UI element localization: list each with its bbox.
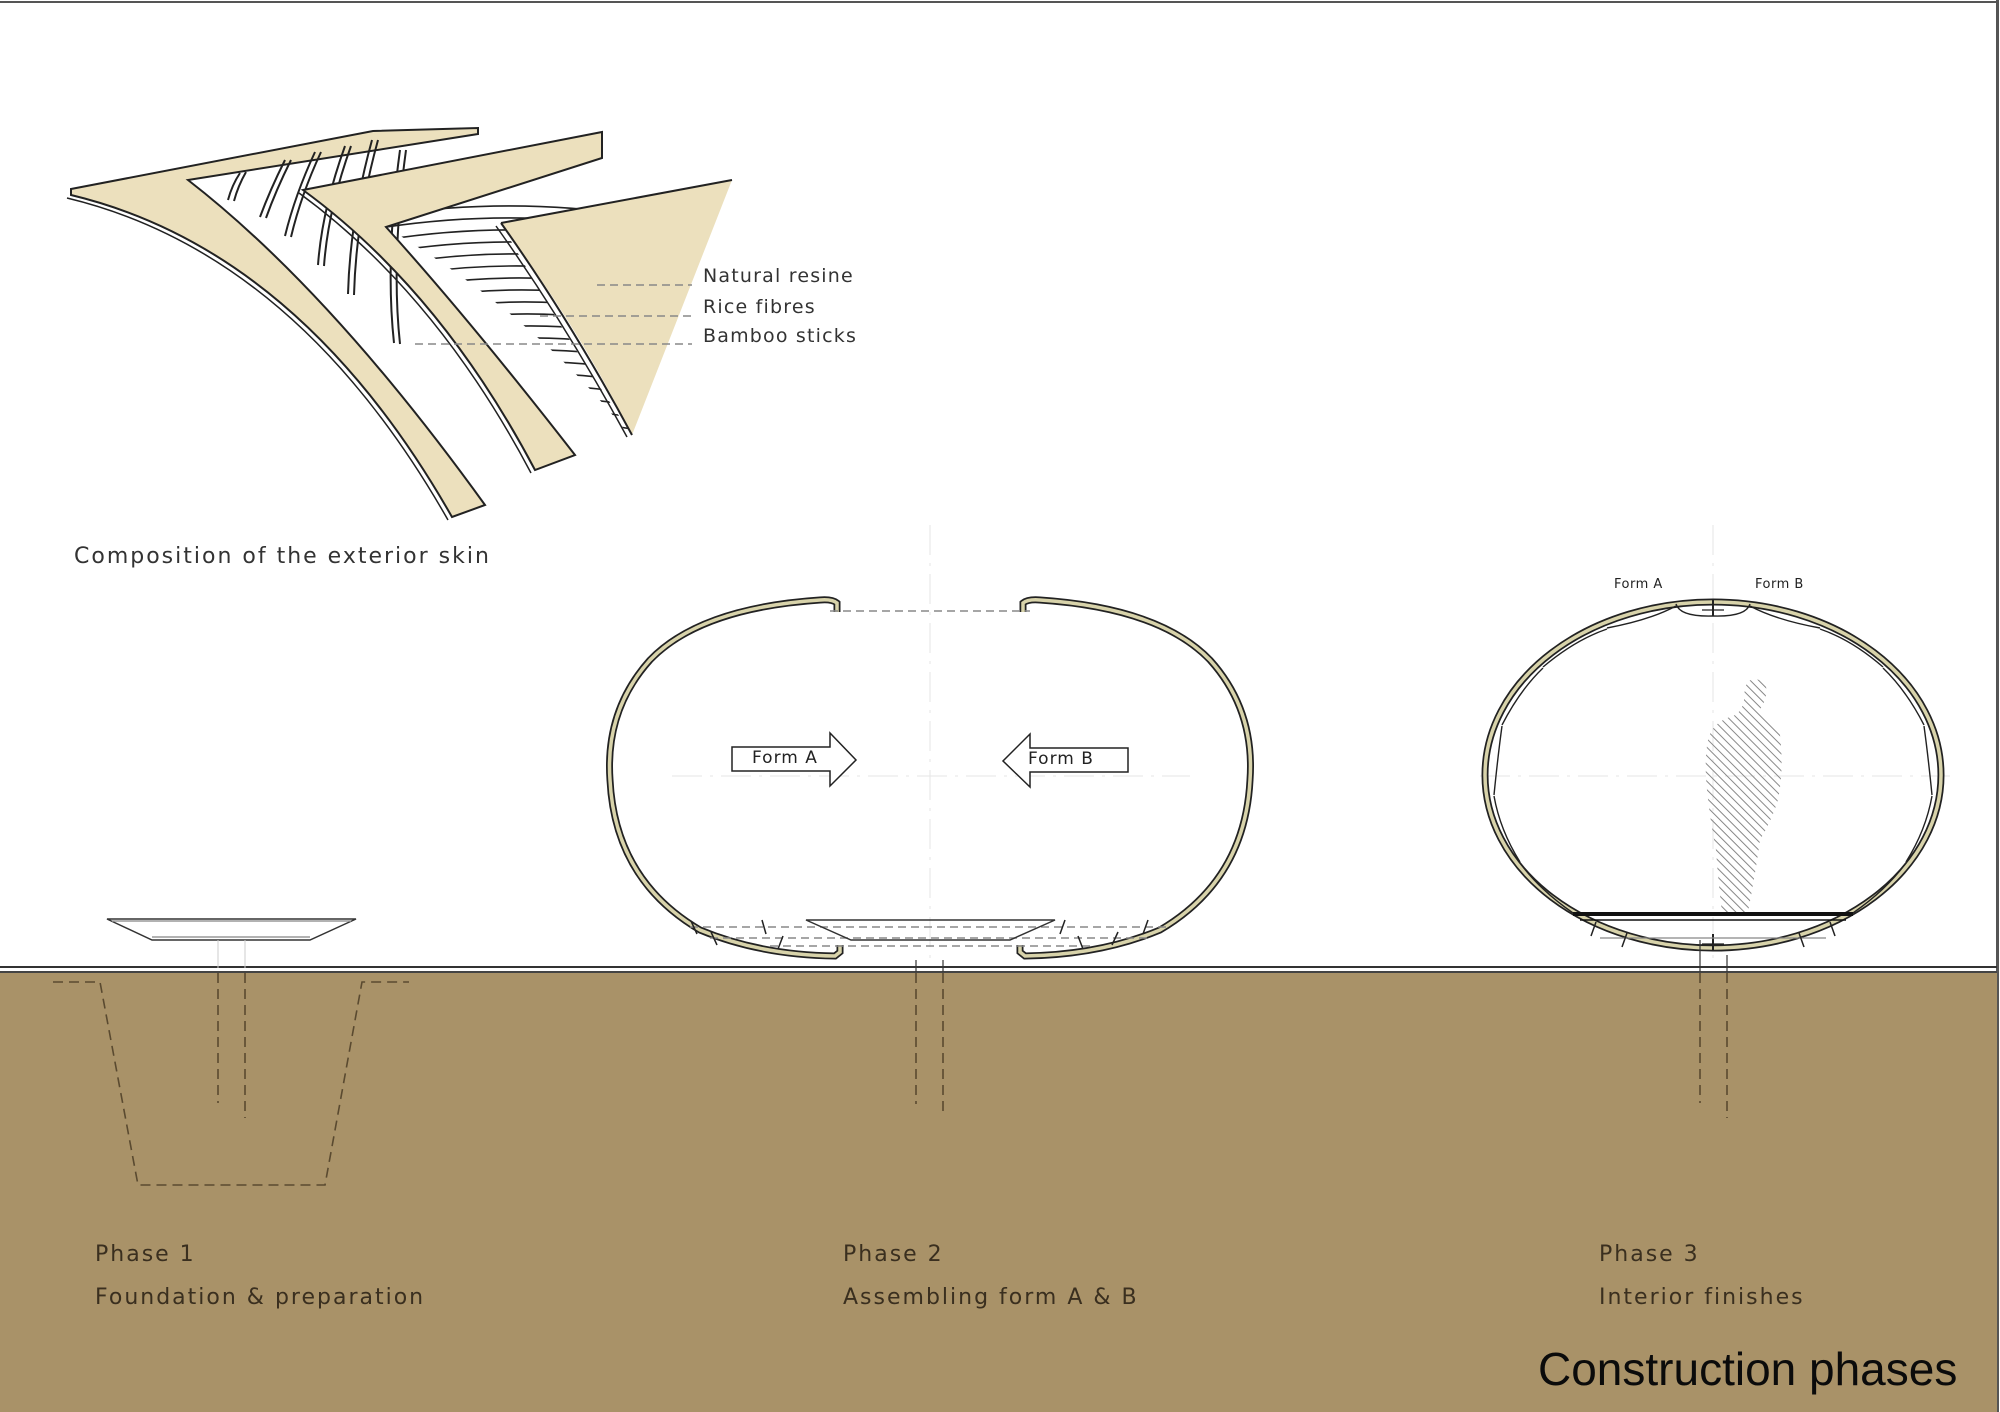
person-silhouette [1705, 679, 1782, 912]
phase1-trench [53, 973, 409, 1186]
phase2-shell-form-b [1016, 596, 1254, 960]
ground-line [0, 966, 1997, 968]
sheet-title: Construction phases [1538, 1343, 1958, 1395]
skin-layer-inner [495, 179, 733, 438]
skin-layer-middle [298, 130, 603, 474]
phase2-joint-dashes [690, 610, 1170, 947]
phase3-number: Phase 3 [1599, 1242, 1700, 1267]
phase2-ticks [690, 919, 1149, 950]
ground-section [0, 973, 1997, 1412]
phase1-description: Foundation & preparation [95, 1285, 426, 1310]
phase3-piles [1699, 973, 1728, 1118]
phase2-centerlines [672, 525, 1190, 965]
phase2-pile-stubs [915, 960, 944, 972]
frame-border-right [1996, 0, 1999, 1412]
label-rice-fibres: Rice fibres [703, 296, 816, 318]
phase3-form-a-label: Form A [1614, 577, 1663, 592]
frame-border-top [0, 1, 1999, 3]
skin-layer-outer [66, 126, 487, 521]
phase3-floor [1573, 912, 1853, 939]
ground-line-lower [0, 971, 1997, 973]
label-bamboo-sticks: Bamboo sticks [703, 325, 858, 347]
phase2-description: Assembling form A & B [843, 1285, 1139, 1310]
form-a-arrow [731, 731, 858, 788]
phase3-shell [1481, 598, 1945, 952]
leader-lines [415, 284, 692, 345]
form-b-arrow [1001, 732, 1129, 789]
phase1-axis [217, 940, 246, 968]
phase2-piles [915, 973, 944, 1117]
phase3-interior-panels [1493, 603, 1933, 914]
form-b-arrow-label: Form B [1028, 749, 1094, 769]
phase2-shell-form-a [606, 596, 844, 960]
phase2-floor-plate [805, 919, 1056, 941]
form-a-arrow-label: Form A [752, 748, 818, 768]
phase3-pile-stubs [1699, 940, 1728, 972]
phase1-foundation-plate [106, 918, 357, 941]
phase3-description: Interior finishes [1599, 1285, 1805, 1310]
skin-caption: Composition of the exterior skin [74, 544, 491, 569]
phase1-number: Phase 1 [95, 1242, 196, 1267]
label-natural-resine: Natural resine [703, 265, 854, 287]
phase2-number: Phase 2 [843, 1242, 944, 1267]
phase3-ticks [1590, 921, 1836, 948]
phase3-form-b-label: Form B [1755, 577, 1804, 592]
